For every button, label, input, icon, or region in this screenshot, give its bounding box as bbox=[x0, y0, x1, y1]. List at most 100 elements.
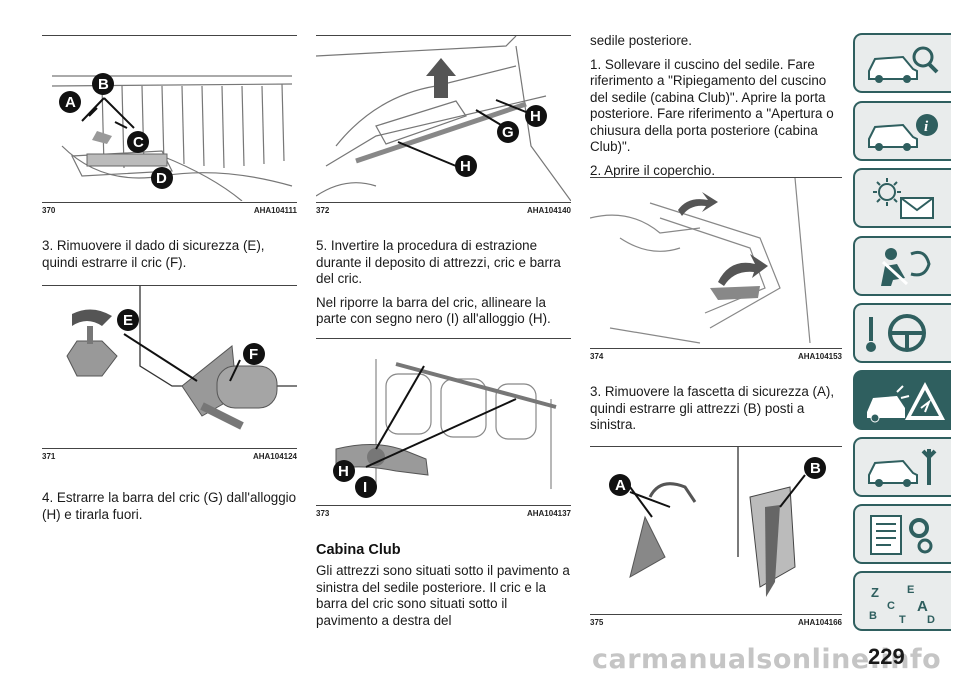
svg-text:B: B bbox=[98, 76, 109, 93]
figure-number: 370 bbox=[42, 206, 56, 215]
figure-375-caption: 375 AHA104166 bbox=[590, 618, 842, 628]
step-2-text: 2. Aprire il coperchio. bbox=[590, 162, 716, 178]
figure-374-caption: 374 AHA104153 bbox=[590, 352, 842, 362]
car-maintenance-icon bbox=[868, 449, 937, 487]
figure-373-caption: 373 AHA104137 bbox=[316, 509, 571, 519]
svg-text:C: C bbox=[133, 134, 144, 151]
svg-text:E: E bbox=[123, 312, 133, 329]
figure-number: 371 bbox=[42, 452, 56, 461]
tab-steering-starting[interactable] bbox=[853, 303, 951, 363]
airbag-safety-icon bbox=[881, 248, 931, 286]
figure-code: AHA104140 bbox=[526, 206, 571, 215]
tab-car-info[interactable]: i bbox=[853, 101, 951, 161]
emergency-icon bbox=[867, 382, 945, 423]
figure-373-image: H I bbox=[316, 339, 571, 504]
figure-372-caption: 372 AHA104140 bbox=[316, 206, 571, 216]
step-3-remove-strap: 3. Rimuovere la fascetta di sicurezza (A… bbox=[590, 384, 842, 441]
callout-c: C bbox=[127, 131, 149, 153]
tab-index[interactable]: Z E C A B T D bbox=[853, 571, 951, 631]
tab-warning-lights[interactable] bbox=[853, 168, 951, 228]
svg-text:D: D bbox=[156, 170, 167, 187]
figure-number: 373 bbox=[316, 509, 330, 518]
callout-a: A bbox=[609, 474, 631, 496]
page-number: 229 bbox=[868, 644, 905, 669]
figure-rule bbox=[590, 348, 842, 349]
figure-number: 372 bbox=[316, 206, 330, 215]
figure-code: AHA104153 bbox=[797, 352, 842, 361]
svg-text:A: A bbox=[615, 477, 626, 494]
tab-car-maintenance[interactable] bbox=[853, 437, 951, 497]
figure-371-image: E F bbox=[42, 286, 297, 446]
figure-370-caption: 370 AHA104111 bbox=[42, 206, 297, 216]
figure-code: AHA104137 bbox=[526, 509, 571, 518]
tab-technical-data[interactable] bbox=[853, 504, 951, 564]
watermark: carmanualsonline.info bbox=[592, 644, 942, 675]
step-text: 3. Rimuovere il dado di sicurezza (E), q… bbox=[42, 238, 265, 270]
callout-a: A bbox=[59, 91, 81, 113]
figure-code: AHA104111 bbox=[253, 206, 297, 215]
figure-374-image bbox=[590, 178, 842, 348]
index-icon: Z E C A B T D bbox=[869, 584, 935, 625]
technical-data-icon bbox=[870, 515, 933, 555]
callout-h-top: H bbox=[525, 105, 547, 127]
svg-text:H: H bbox=[338, 463, 349, 480]
svg-text:T: T bbox=[899, 614, 906, 625]
svg-text:B: B bbox=[810, 460, 821, 477]
col3-text-top: sedile posteriore. 1. Sollevare il cusci… bbox=[590, 33, 842, 186]
figure-number: 374 bbox=[590, 352, 604, 361]
callout-b: B bbox=[804, 457, 826, 479]
callout-i: I bbox=[355, 476, 377, 498]
figure-rule bbox=[316, 505, 571, 506]
step-5-text: 5. Invertire la procedura di estrazione … bbox=[316, 238, 561, 286]
cabina-club-text: Gli attrezzi sono situati sotto il pavim… bbox=[316, 563, 571, 636]
svg-text:i: i bbox=[924, 119, 929, 135]
figure-rule bbox=[42, 448, 297, 449]
figure-rule bbox=[42, 285, 297, 286]
tab-airbag-safety[interactable] bbox=[853, 236, 951, 296]
figure-rule bbox=[590, 177, 842, 178]
svg-text:I: I bbox=[363, 479, 367, 496]
svg-text:G: G bbox=[502, 124, 514, 141]
figure-code: AHA104166 bbox=[797, 618, 842, 627]
svg-text:D: D bbox=[927, 614, 935, 625]
figure-rule bbox=[316, 35, 571, 36]
step-4-extract-bar: 4. Estrarre la barra del cric (G) dall'a… bbox=[42, 490, 297, 530]
continued-text: sedile posteriore. bbox=[590, 33, 692, 48]
figure-rule bbox=[316, 202, 571, 203]
step-text: 4. Estrarre la barra del cric (G) dall'a… bbox=[42, 490, 297, 522]
svg-text:A: A bbox=[65, 94, 76, 111]
step-3-remove-nut: 3. Rimuovere il dado di sicurezza (E), q… bbox=[42, 238, 297, 278]
figure-372-image: H G H bbox=[316, 36, 571, 201]
svg-text:B: B bbox=[869, 610, 877, 622]
storage-note-text: Nel riporre la barra del cric, allineare… bbox=[316, 294, 551, 327]
callout-h-bottom: H bbox=[455, 155, 477, 177]
figure-370-image: A B C D bbox=[42, 36, 297, 201]
col2-text-top: 5. Invertire la procedura di estrazione … bbox=[316, 238, 571, 335]
callout-f: F bbox=[243, 343, 265, 365]
tab-car-search[interactable] bbox=[853, 33, 951, 93]
tab-emergency[interactable] bbox=[853, 370, 951, 430]
figure-rule bbox=[590, 446, 842, 447]
svg-text:H: H bbox=[460, 158, 471, 175]
svg-text:F: F bbox=[249, 346, 258, 363]
svg-text:C: C bbox=[887, 600, 895, 612]
steering-starting-icon bbox=[866, 314, 926, 352]
svg-text:A: A bbox=[917, 598, 928, 615]
callout-e: E bbox=[117, 309, 139, 331]
figure-rule bbox=[316, 338, 571, 339]
svg-text:Z: Z bbox=[871, 585, 879, 600]
step-text: 3. Rimuovere la fascetta di sicurezza (A… bbox=[590, 384, 835, 432]
figure-375-image: A B bbox=[590, 447, 842, 612]
car-search-icon bbox=[868, 46, 939, 83]
step-1-text: 1. Sollevare il cuscino del sedile. Fare… bbox=[590, 56, 834, 155]
figure-371-caption: 371 AHA104124 bbox=[42, 452, 297, 462]
callout-d: D bbox=[151, 167, 173, 189]
callout-g: G bbox=[497, 121, 519, 143]
figure-rule bbox=[42, 35, 297, 36]
svg-text:E: E bbox=[907, 584, 914, 596]
cabina-club-paragraph: Gli attrezzi sono situati sotto il pavim… bbox=[316, 563, 570, 628]
warning-lights-icon bbox=[873, 178, 934, 219]
callout-b: B bbox=[92, 73, 114, 95]
figure-rule bbox=[42, 202, 297, 203]
car-info-icon: i bbox=[868, 114, 938, 151]
